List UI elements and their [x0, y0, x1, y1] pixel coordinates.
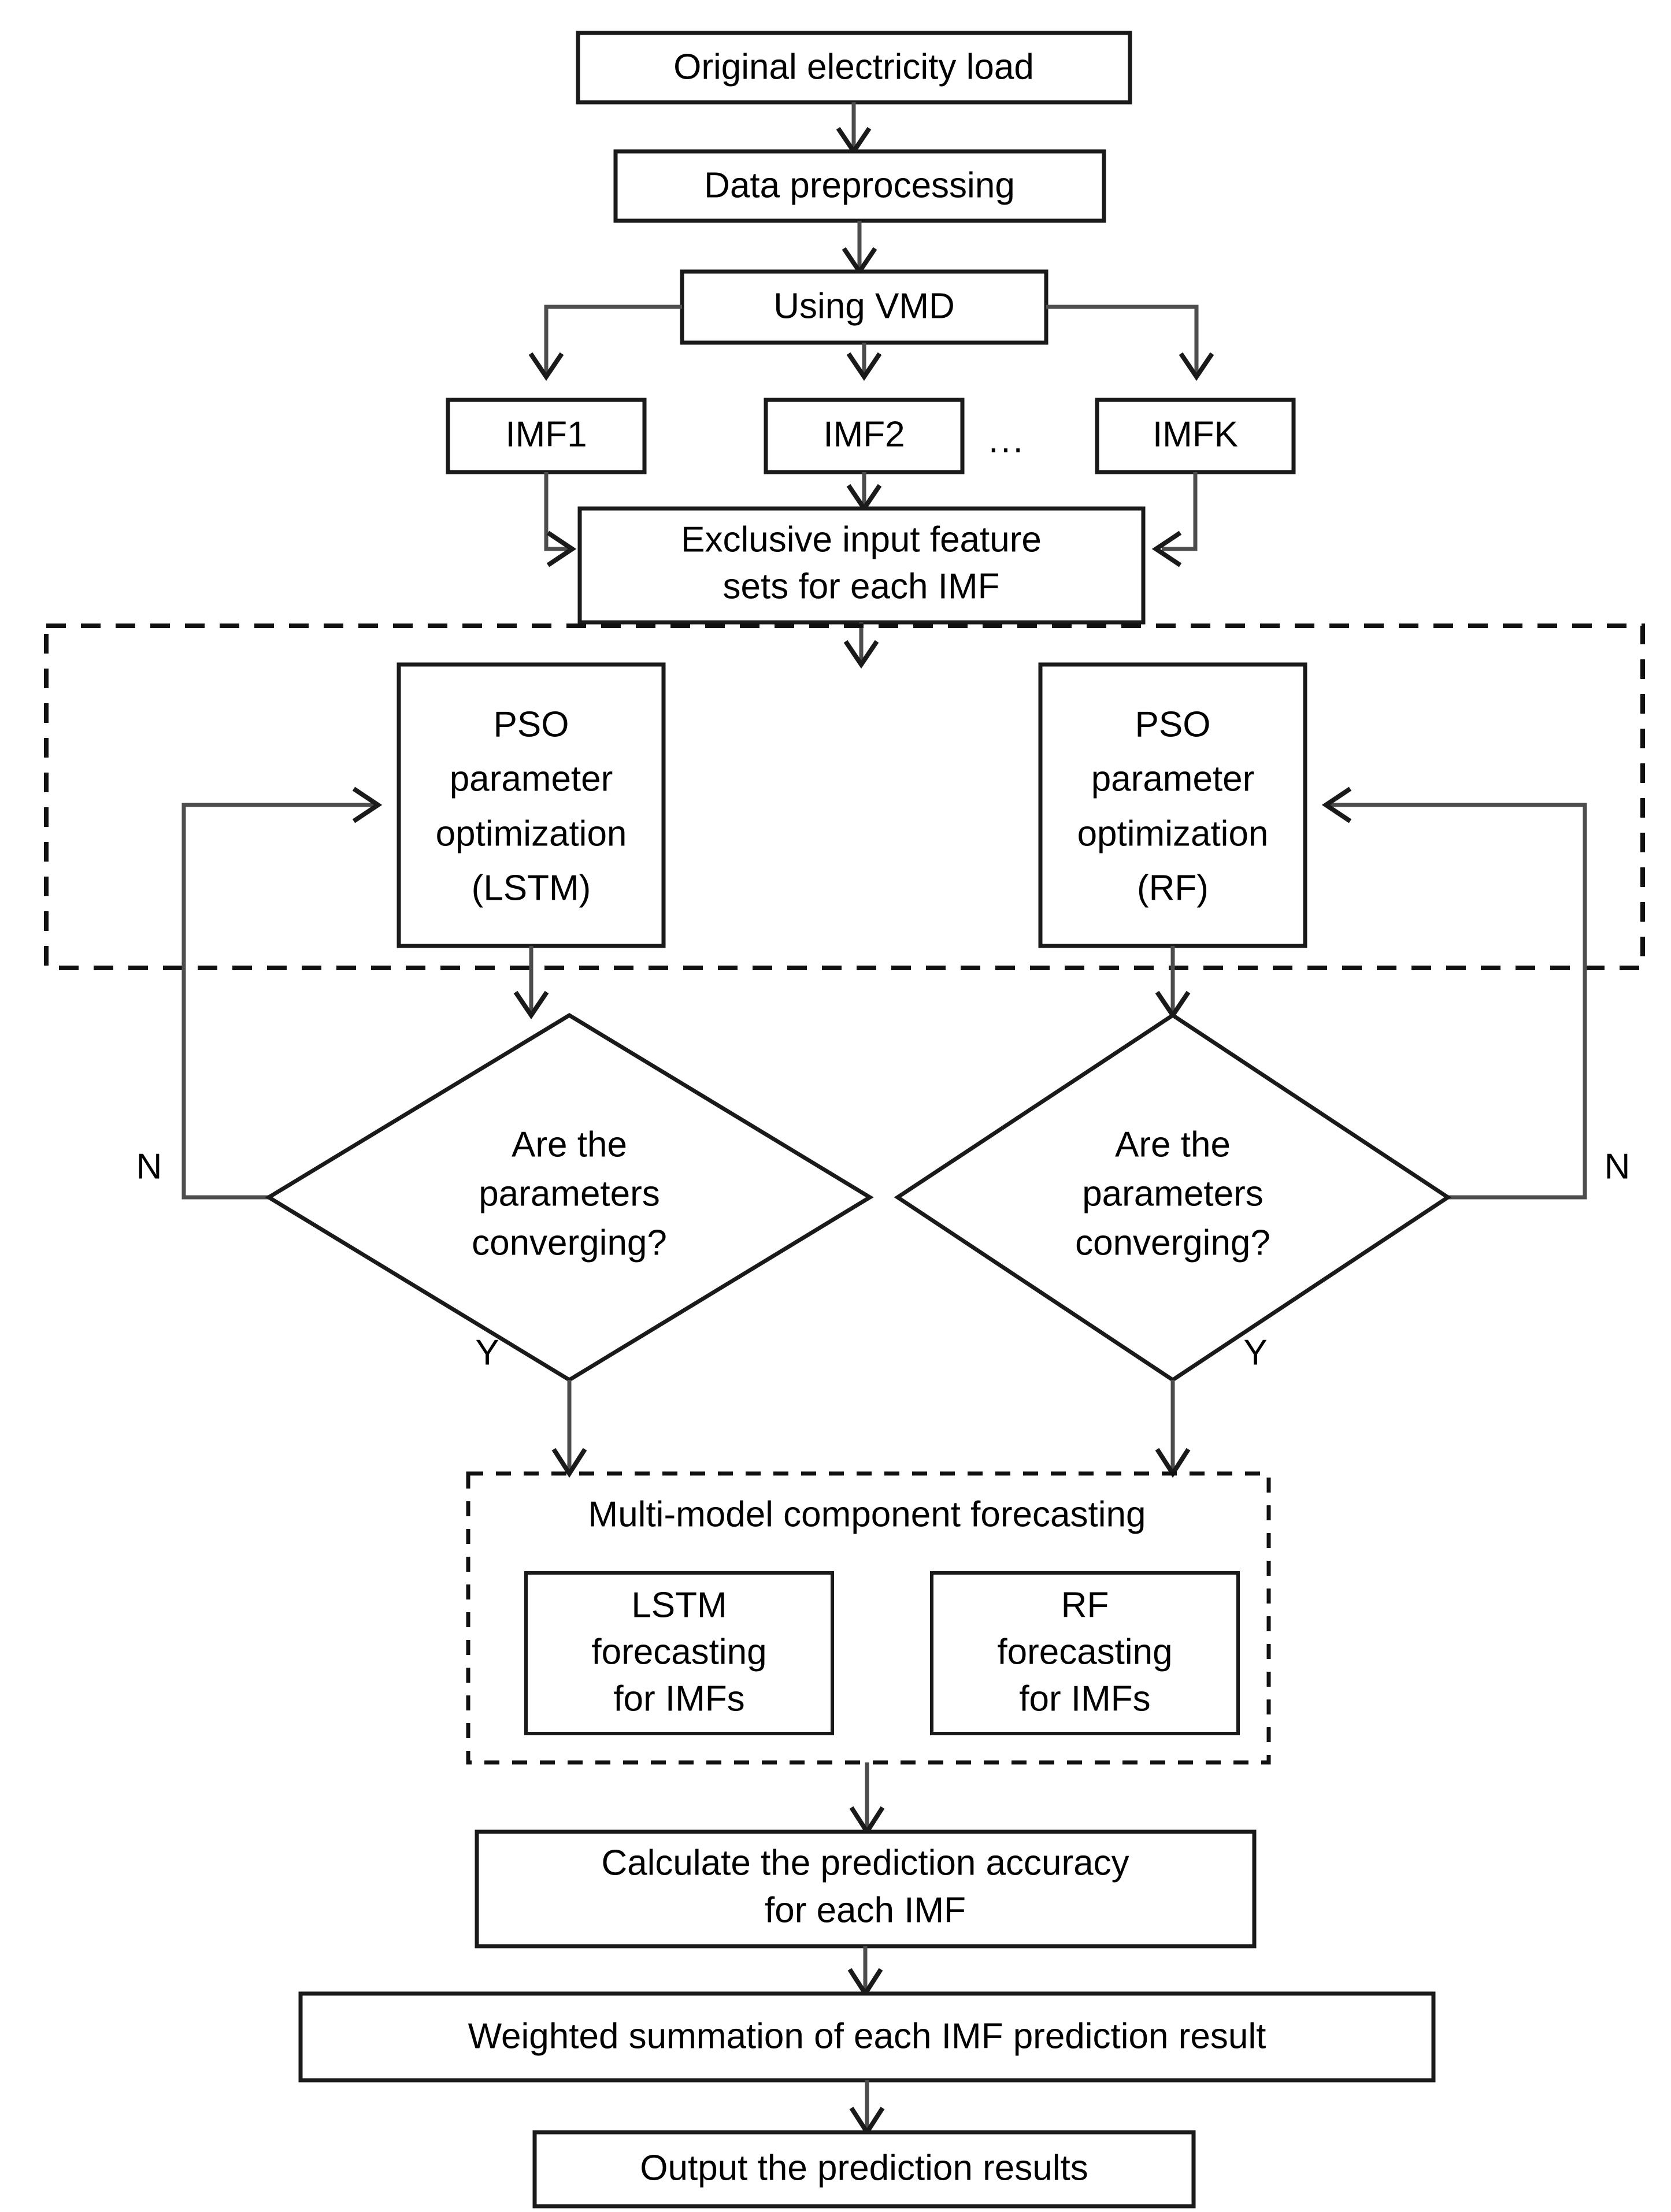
- pso-group-dashed-container: [44, 623, 1645, 970]
- node-calculate-label-line2: for each IMF: [765, 1890, 966, 1930]
- node-pso-rf-label-line2: parameter: [1091, 759, 1255, 799]
- node-output-results-label: Output the prediction results: [640, 2148, 1088, 2188]
- arrow-preprocessing-to-vmd: [842, 221, 877, 276]
- node-exclusive-input-label-line2: sets for each IMF: [723, 566, 1000, 606]
- node-weighted-summation-label: Weighted summation of each IMF predictio…: [468, 2016, 1266, 2056]
- node-lstm-forecast-label-line1: LSTM: [631, 1585, 727, 1625]
- multimodel-group-dashed-container: [466, 1471, 1271, 1765]
- branch-label-left-yes: Y: [475, 1333, 499, 1372]
- arrow-multimodel-to-calculate: [849, 1762, 885, 1836]
- arrow-calculate-to-weighted-summation: [847, 1946, 883, 1998]
- node-rf-forecast-label-line2: forecasting: [997, 1632, 1172, 1672]
- decision-left-label-line1: Are the: [512, 1124, 627, 1164]
- arrow-vmd-to-imf1: [528, 305, 682, 381]
- arrow-exclusive-to-pso-group: [843, 622, 879, 669]
- decision-left-label-line2: parameters: [479, 1174, 660, 1213]
- node-imfk-label: IMFK: [1153, 414, 1238, 454]
- node-exclusive-input-label-line1: Exclusive input feature: [681, 519, 1042, 559]
- node-lstm-forecast-label-line2: forecasting: [591, 1632, 766, 1672]
- branch-label-left-no: N: [136, 1146, 162, 1186]
- arrow-pso-rf-to-decision-right: [1155, 946, 1191, 1020]
- node-pso-lstm-label-line1: PSO: [494, 704, 569, 744]
- branch-label-right-yes: Y: [1243, 1333, 1267, 1372]
- node-data-preprocessing[interactable]: Data preprocessing: [613, 149, 1106, 223]
- node-calculate-box: [475, 1829, 1257, 1949]
- node-lstm-forecasting-for-imfs[interactable]: LSTM forecasting for IMFs: [524, 1571, 834, 1735]
- node-pso-rf-label-line1: PSO: [1135, 704, 1211, 744]
- feedback-loop-left-no: [181, 786, 383, 1200]
- arrow-pso-lstm-to-decision-left: [513, 946, 549, 1020]
- node-pso-parameter-optimization-rf[interactable]: PSO parameter optimization (RF): [1038, 662, 1307, 948]
- node-using-vmd-label: Using VMD: [773, 286, 955, 326]
- imf-ellipsis-label: ...: [988, 420, 1025, 460]
- node-pso-parameter-optimization-lstm[interactable]: PSO parameter optimization (LSTM): [397, 662, 666, 948]
- decision-right-label-line1: Are the: [1115, 1124, 1231, 1164]
- node-lstm-forecast-label-line3: for IMFs: [613, 1679, 744, 1719]
- arrow-original-to-preprocessing: [836, 102, 872, 156]
- node-rf-forecast-box: [930, 1571, 1240, 1735]
- arrow-imf1-to-exclusive: [544, 472, 577, 567]
- node-rf-forecast-label-line1: RF: [1061, 1585, 1109, 1625]
- node-imf2-label: IMF2: [823, 414, 905, 454]
- node-pso-rf-box: [1038, 662, 1307, 948]
- decision-right-parameters-converging[interactable]: Are the parameters converging?: [894, 1012, 1452, 1383]
- arrow-decision-left-yes: [551, 1380, 587, 1478]
- node-imf1-label: IMF1: [505, 414, 587, 454]
- decision-left-parameters-converging[interactable]: Are the parameters converging?: [265, 1012, 874, 1383]
- feedback-loop-right-no: [1321, 786, 1587, 1200]
- node-exclusive-input-feature-sets[interactable]: Exclusive input feature sets for each IM…: [577, 506, 1146, 625]
- node-original-load-box: [576, 31, 1132, 105]
- arrow-vmd-to-imf2: [846, 343, 882, 381]
- node-original-load-label: Original electricity load: [673, 47, 1034, 87]
- arrow-vmd-to-imfk: [1046, 305, 1214, 381]
- branch-label-right-no: N: [1605, 1146, 1631, 1186]
- node-rf-forecast-label-line3: for IMFs: [1019, 1679, 1150, 1719]
- decision-right-label-line3: converging?: [1075, 1223, 1270, 1263]
- node-pso-lstm-label-line2: parameter: [450, 759, 613, 799]
- arrow-imf2-to-exclusive: [846, 472, 882, 513]
- node-pso-lstm-box: [397, 662, 666, 948]
- arrow-weighted-summation-to-output: [849, 2080, 885, 2137]
- node-calculate-prediction-accuracy[interactable]: Calculate the prediction accuracy for ea…: [475, 1829, 1257, 1949]
- node-calculate-label-line1: Calculate the prediction accuracy: [601, 1843, 1129, 1883]
- node-exclusive-input-box: [577, 506, 1146, 625]
- decision-right-label-line2: parameters: [1082, 1174, 1264, 1213]
- node-pso-lstm-label-line3: optimization: [436, 814, 627, 853]
- decision-left-label-line3: converging?: [472, 1223, 667, 1263]
- node-rf-forecasting-for-imfs[interactable]: RF forecasting for IMFs: [930, 1571, 1240, 1735]
- multimodel-group-title: Multi-model component forecasting: [588, 1494, 1146, 1534]
- node-using-vmd[interactable]: Using VMD: [680, 269, 1048, 345]
- node-pso-rf-label-line4: (RF): [1137, 868, 1209, 908]
- arrow-decision-right-yes: [1155, 1380, 1191, 1478]
- node-data-preprocessing-box: [613, 149, 1106, 223]
- node-weighted-summation-box: [298, 1991, 1436, 2083]
- node-imf2[interactable]: IMF2: [764, 398, 965, 474]
- node-data-preprocessing-label: Data preprocessing: [704, 165, 1015, 205]
- node-lstm-forecast-box: [524, 1571, 834, 1735]
- node-imf1[interactable]: IMF1: [446, 398, 647, 474]
- node-original-electricity-load[interactable]: Original electricity load: [576, 31, 1132, 105]
- arrow-imfk-to-exclusive: [1151, 472, 1198, 567]
- node-weighted-summation[interactable]: Weighted summation of each IMF predictio…: [298, 1991, 1436, 2083]
- node-imfk[interactable]: IMFK: [1095, 398, 1296, 474]
- node-output-results-box: [532, 2130, 1196, 2209]
- node-output-prediction-results[interactable]: Output the prediction results: [532, 2130, 1196, 2209]
- node-pso-lstm-label-line4: (LSTM): [472, 868, 591, 908]
- node-pso-rf-label-line3: optimization: [1077, 814, 1269, 853]
